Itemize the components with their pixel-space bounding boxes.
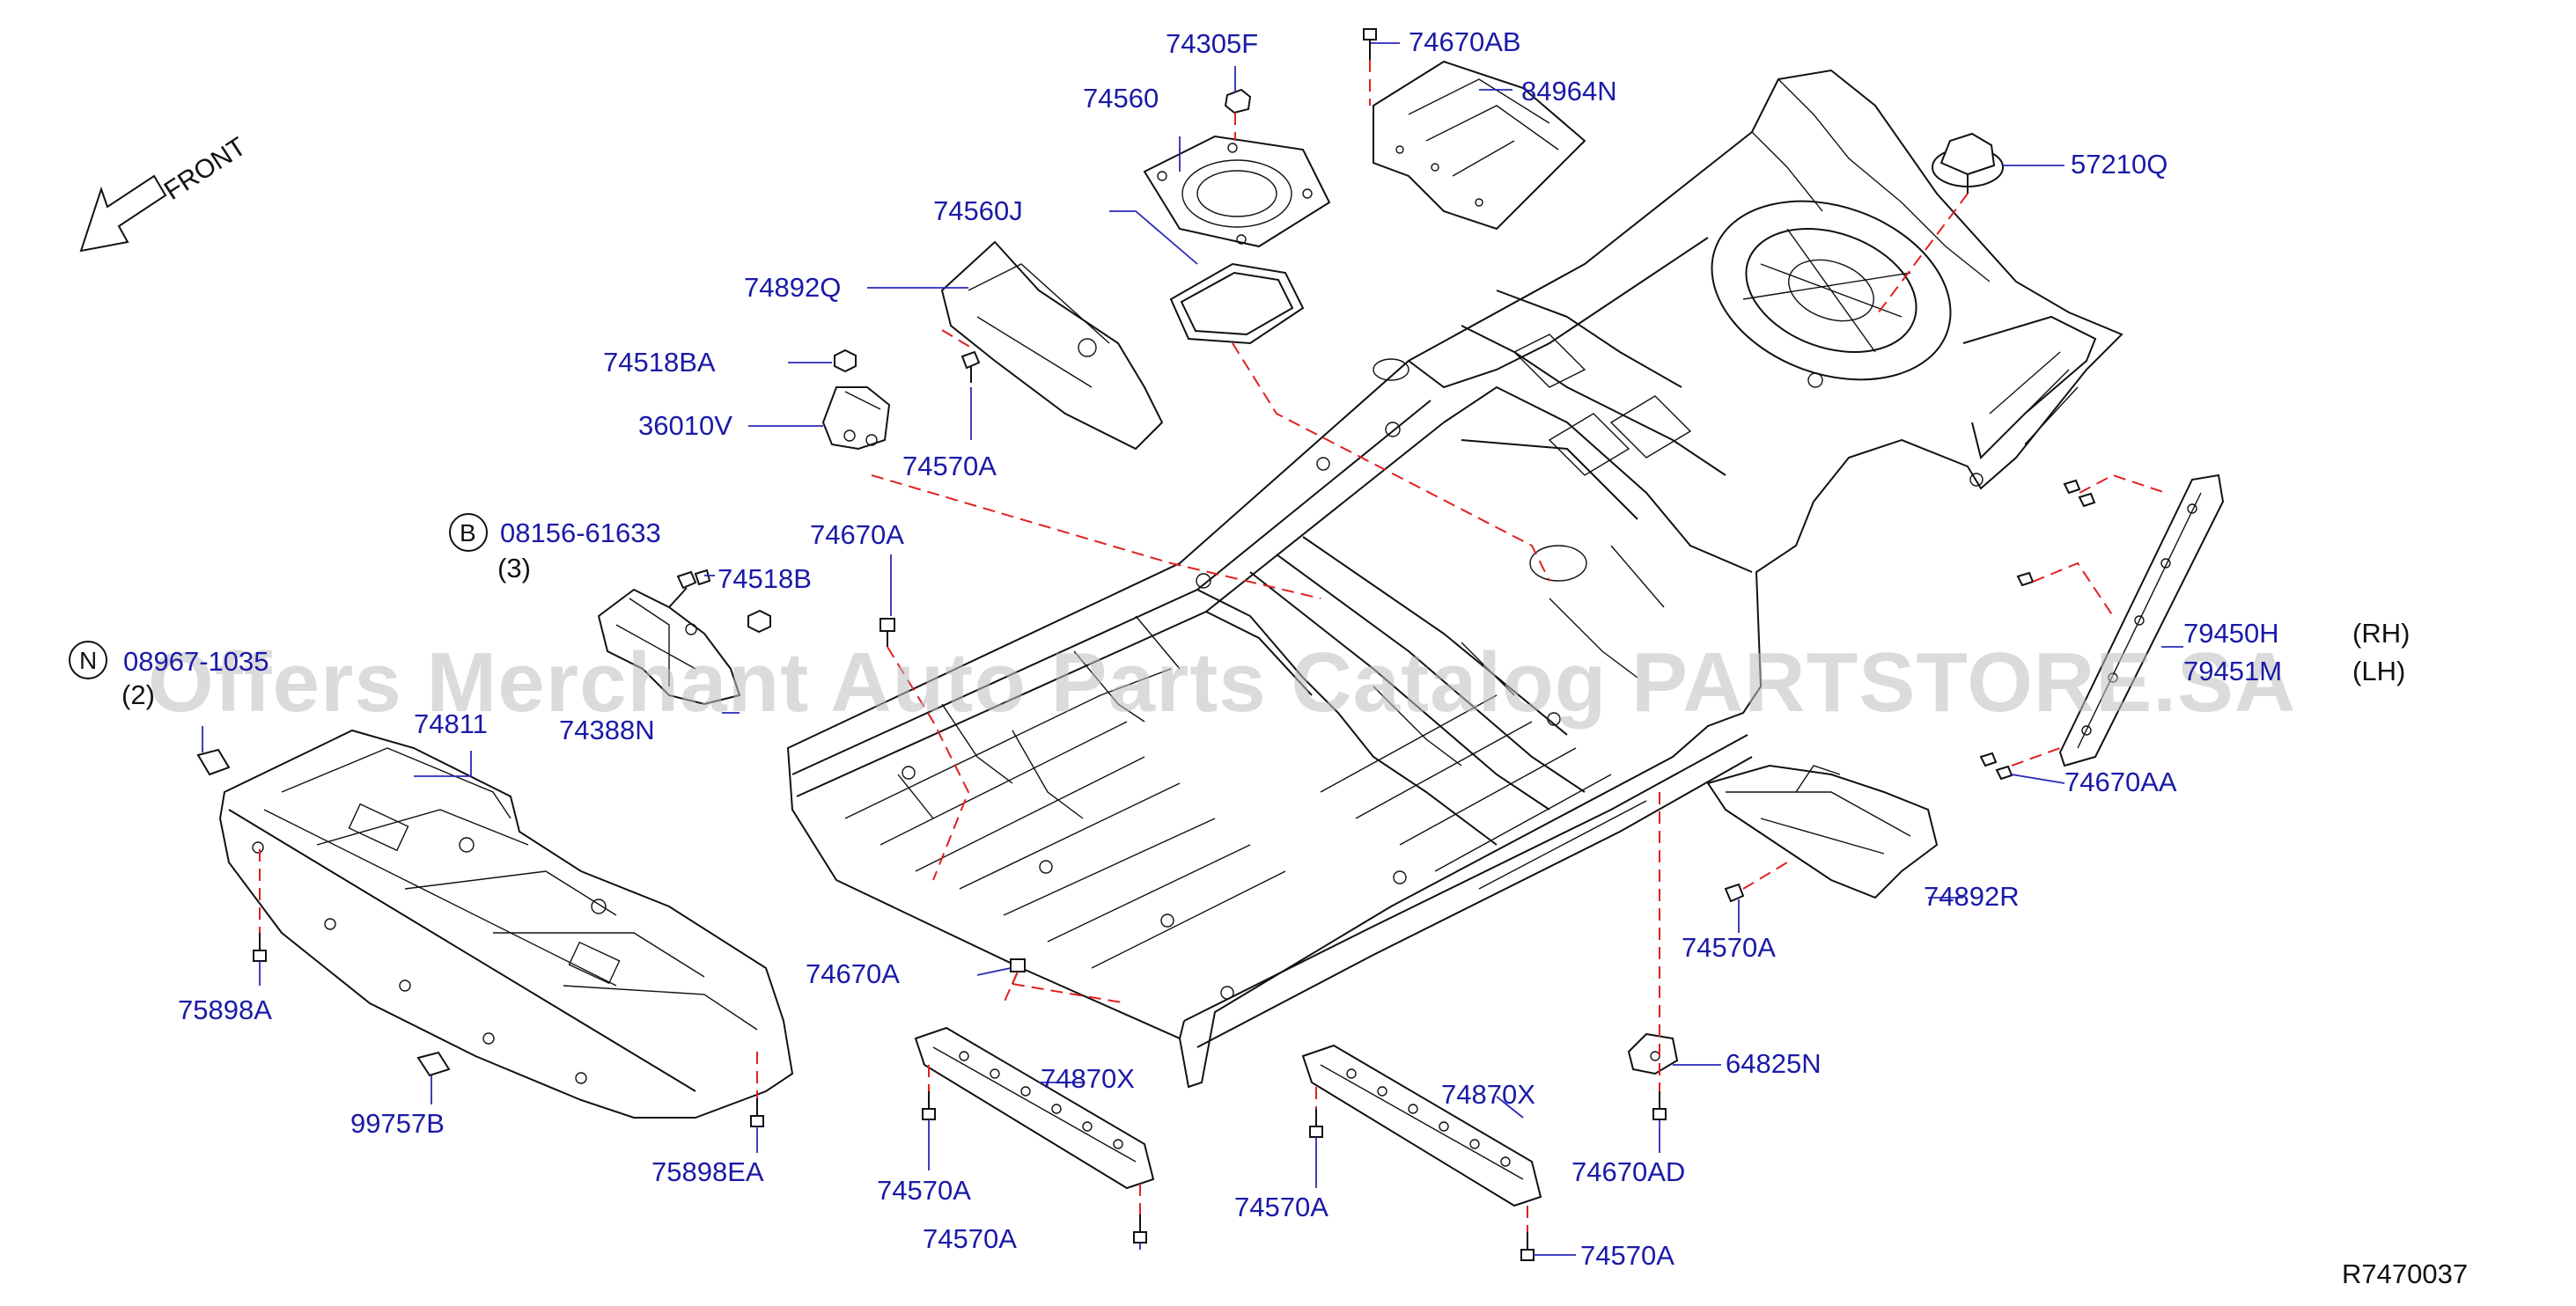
part-74811-drawing <box>218 729 794 1119</box>
part-74892Q-drawing <box>940 240 1164 451</box>
part-74870X-right-drawing <box>1301 1044 1542 1207</box>
circle-marker-b: B <box>449 513 488 552</box>
part-label-74870X-right[interactable]: 74870X <box>1441 1079 1535 1110</box>
circle-marker-b-letter: B <box>460 519 476 547</box>
bolt-74670AB-icon <box>1363 28 1377 60</box>
part-label-74892R[interactable]: 74892R <box>1924 881 2020 912</box>
bolt-74670AD-icon <box>1652 1091 1667 1120</box>
bolts-74670AA-icons <box>1979 479 2096 781</box>
clip-99757B-icon <box>416 1051 451 1077</box>
part-label-75898A[interactable]: 75898A <box>178 994 272 1025</box>
part-label-57210Q[interactable]: 57210Q <box>2071 149 2168 180</box>
nut-74518BA-icon <box>834 349 857 373</box>
part-label-08967[interactable]: 08967-1035 <box>123 646 269 677</box>
part-label-74388N[interactable]: 74388N <box>559 715 655 745</box>
part-label-84964N[interactable]: 84964N <box>1521 76 1617 106</box>
part-label-74305F[interactable]: 74305F <box>1166 28 1258 59</box>
part-label-79450H[interactable]: 79450H <box>2183 618 2279 649</box>
nut-74518B-icon <box>747 609 771 634</box>
side-label-lh: (LH) <box>2352 656 2405 686</box>
part-57210Q-drawing <box>1932 132 2004 194</box>
part-label-74570A-r1[interactable]: 74570A <box>1234 1192 1328 1222</box>
part-label-74870X-left[interactable]: 74870X <box>1041 1063 1135 1094</box>
part-74892R-drawing <box>1706 764 1939 899</box>
bolt-08156-61633-icon <box>668 569 711 608</box>
bolts-74870X-icons <box>922 958 1535 1261</box>
floor-panel-assembly <box>786 69 2123 1089</box>
front-label: FRONT <box>159 132 252 206</box>
part-label-74570A-l1[interactable]: 74570A <box>877 1175 971 1206</box>
label-leader-lines <box>202 42 2183 1256</box>
part-74560-drawing <box>1143 135 1331 248</box>
qty-label-08156: (3) <box>497 553 531 583</box>
part-36010V-drawing <box>821 386 891 451</box>
side-label-rh: (RH) <box>2352 618 2410 649</box>
part-label-36010V[interactable]: 36010V <box>638 410 732 441</box>
clip-08967-icon <box>196 748 231 776</box>
part-label-74892Q[interactable]: 74892Q <box>744 272 841 303</box>
reference-code: R7470037 <box>2342 1258 2468 1289</box>
part-label-74670AA[interactable]: 74670AA <box>2064 767 2177 797</box>
part-label-08156-61633[interactable]: 08156-61633 <box>500 517 661 548</box>
bolt-74570A-top-icon <box>960 350 981 383</box>
part-84964N-drawing <box>1373 60 1586 231</box>
bolt-75898EA-icon <box>750 1098 764 1127</box>
bolt-74570A-right-icon <box>1724 883 1745 903</box>
part-79450H-drawing <box>2058 473 2225 767</box>
part-label-74670AB[interactable]: 74670AB <box>1409 26 1521 57</box>
front-arrow-icon <box>79 174 167 253</box>
circle-marker-n-letter: N <box>79 647 97 674</box>
part-label-64825N[interactable]: 64825N <box>1726 1048 1822 1079</box>
qty-label-08967: (2) <box>121 679 155 710</box>
circle-marker-n: N <box>69 641 107 679</box>
part-label-75898EA[interactable]: 75898EA <box>651 1156 764 1187</box>
bolt-75898A-icon <box>253 933 267 962</box>
part-label-74570A-right[interactable]: 74570A <box>1682 932 1776 963</box>
part-label-74518BA[interactable]: 74518BA <box>603 347 716 378</box>
nut-74305F-icon <box>1224 88 1252 114</box>
part-74388N-drawing <box>597 588 741 706</box>
part-label-74670A-mid[interactable]: 74670A <box>810 519 904 550</box>
part-label-74560J[interactable]: 74560J <box>933 195 1023 226</box>
part-label-74811[interactable]: 74811 <box>414 708 488 739</box>
assembly-guide-lines <box>259 60 2167 1232</box>
watermark-text: Offers Merchant Auto Parts Catalog PARTS… <box>148 635 2296 730</box>
part-74560J-drawing <box>1169 262 1305 345</box>
part-label-74570A-l2[interactable]: 74570A <box>923 1223 1017 1254</box>
part-label-74670AD[interactable]: 74670AD <box>1571 1156 1685 1187</box>
part-label-74560[interactable]: 74560 <box>1083 83 1159 114</box>
part-label-74518B[interactable]: 74518B <box>718 563 812 594</box>
part-64825N-drawing <box>1627 1032 1679 1075</box>
part-74870X-left-drawing <box>914 1026 1155 1190</box>
part-label-99757B[interactable]: 99757B <box>350 1108 445 1139</box>
bolt-74670A-mid-icon <box>880 618 895 647</box>
part-label-79451M[interactable]: 79451M <box>2183 656 2282 686</box>
part-label-74570A-r2[interactable]: 74570A <box>1580 1240 1674 1271</box>
part-label-74670A-low[interactable]: 74670A <box>806 958 900 989</box>
part-label-74570A-top[interactable]: 74570A <box>902 451 997 481</box>
